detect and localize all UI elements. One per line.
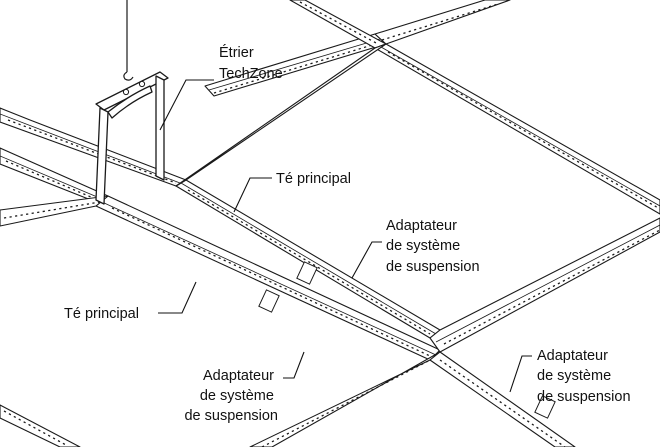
techzone-bracket xyxy=(95,71,169,205)
label-adapter-right-line3: de suspension xyxy=(537,389,631,405)
leader-main-tee-upper xyxy=(233,177,272,213)
cross-tee-right xyxy=(429,217,660,353)
right-main-tee xyxy=(374,43,660,215)
adapter-clip-upper xyxy=(296,261,318,285)
label-bracket-line1: Étrier xyxy=(219,44,254,61)
leader-bracket xyxy=(159,79,214,131)
label-adapter-upper-line2: de système xyxy=(386,238,460,254)
cross-tee-top-right xyxy=(204,33,387,97)
cross-tee-bottom-left xyxy=(0,404,81,447)
adapter-clip-right xyxy=(534,395,556,419)
label-adapter-right-line1: Adaptateur xyxy=(537,348,608,364)
label-adapter-lower-line1: Adaptateur xyxy=(203,368,274,384)
label-adapter-right-line2: de système xyxy=(537,368,611,384)
label-main-tee-left: Té principal xyxy=(64,306,139,322)
label-bracket: Étrier TechZone xyxy=(219,44,283,82)
label-bracket-line2: TechZone xyxy=(219,66,283,82)
label-adapter-upper-line3: de suspension xyxy=(386,259,480,275)
label-adapter-lower: Adaptateur de système de suspension xyxy=(184,368,278,424)
main-tee-middle-left xyxy=(0,147,109,203)
label-main-tee-upper: Té principal xyxy=(276,171,351,187)
leader-adapter-right xyxy=(509,355,532,393)
cross-tee-lower-left xyxy=(0,195,109,227)
cross-tee-front xyxy=(249,351,441,447)
hanger-wire xyxy=(123,0,134,81)
label-adapter-right: Adaptateur de système de suspension xyxy=(537,348,631,405)
leader-adapter-lower xyxy=(283,351,305,379)
label-adapter-upper-line1: Adaptateur xyxy=(386,218,457,234)
leader-adapter-upper xyxy=(351,241,382,279)
label-adapter-upper: Adaptateur de système de suspension xyxy=(386,218,480,275)
cross-tee-top-left xyxy=(289,0,387,49)
leader-main-tee-left xyxy=(158,281,197,314)
label-adapter-lower-line3: de suspension xyxy=(184,408,278,424)
label-adapter-lower-line2: de système xyxy=(200,388,274,404)
main-tee-lower-right xyxy=(429,351,576,447)
main-tee-top xyxy=(374,0,511,45)
cross-tee-upper xyxy=(175,43,387,187)
adapter-clip-lower xyxy=(258,289,280,313)
